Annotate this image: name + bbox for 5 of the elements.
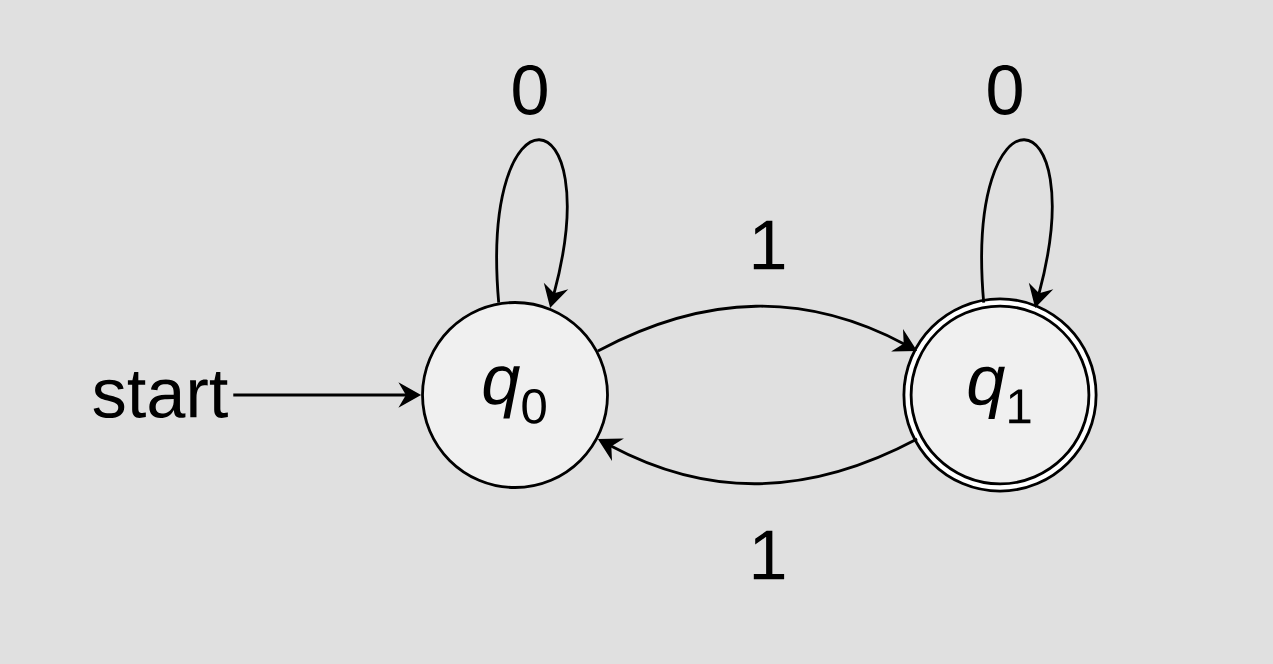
edge-label: 0 bbox=[508, 63, 552, 117]
edge-label: 1 bbox=[746, 529, 790, 581]
edge-label: 1 bbox=[746, 219, 790, 271]
start-label: start bbox=[93, 371, 228, 419]
edge-label: 0 bbox=[983, 63, 1027, 117]
